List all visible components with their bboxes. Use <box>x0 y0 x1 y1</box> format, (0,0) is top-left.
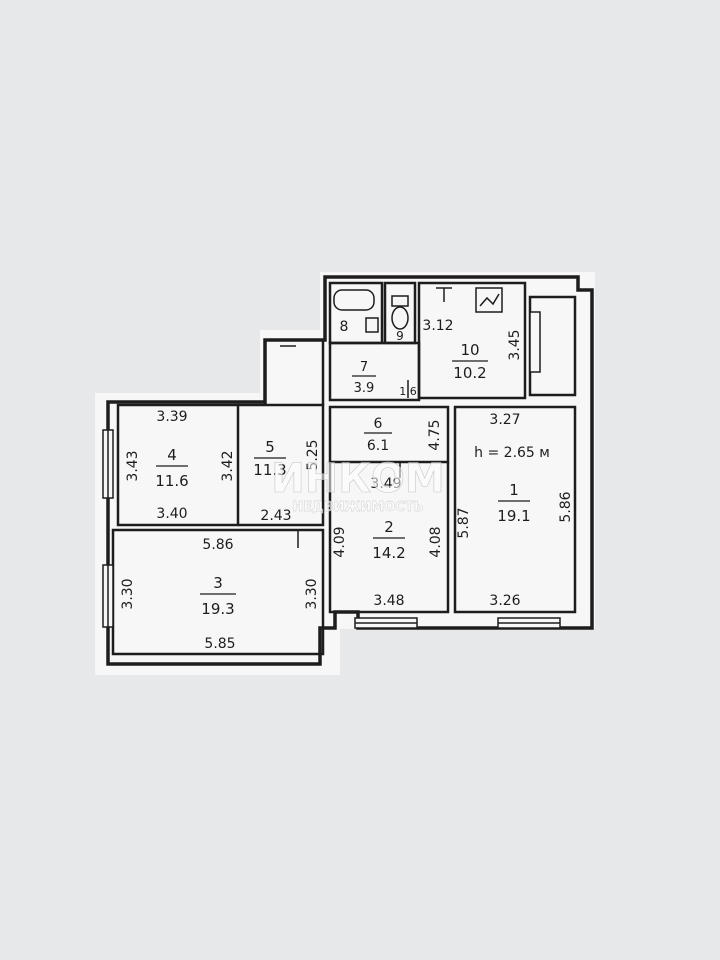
room-3-number: 3 <box>213 574 223 592</box>
room-10-label: 10 10.2 <box>452 341 488 382</box>
sink-icon <box>365 317 379 333</box>
room-1-number: 1 <box>509 481 519 499</box>
stove-icon <box>475 287 503 313</box>
dim-r1-left: 5.87 <box>456 507 472 538</box>
dim-r5-bottom: 2.43 <box>260 508 291 524</box>
room-1-label: 1 19.1 <box>497 481 530 525</box>
dim-r3-right: 3.30 <box>304 578 320 609</box>
dim-r3-top: 5.86 <box>202 537 233 553</box>
watermark-logo: ИНКОМ НЕДВИЖИМОСТЬ <box>271 456 445 516</box>
room-4-number: 4 <box>167 446 177 464</box>
dim-r1-bottom: 3.26 <box>489 593 520 609</box>
dim-r3-left: 3.30 <box>120 578 136 609</box>
room-4-label: 4 11.6 <box>155 446 188 490</box>
room-5-number: 5 <box>265 438 275 456</box>
dim-r6-bottom: 3.49 <box>370 476 401 492</box>
room-6-number: 6 <box>374 416 383 432</box>
windows <box>102 311 561 629</box>
watermark-brand: ИНКОМ <box>271 456 444 502</box>
dim-r4-left: 3.43 <box>125 450 141 481</box>
dim-r7: 1.6 <box>399 385 417 398</box>
room-5-area: 11.3 <box>253 461 286 479</box>
room-10-area: 10.2 <box>453 364 486 382</box>
room-5-label: 5 11.3 <box>253 438 286 479</box>
dim-r2-right: 4.08 <box>428 526 444 557</box>
dim-r3-bottom: 5.85 <box>204 636 235 652</box>
inner-walls <box>111 281 577 656</box>
room-10-number: 10 <box>460 341 479 359</box>
ceiling-height-label: h = 2.65 м <box>474 445 550 461</box>
room-6-area: 6.1 <box>367 438 389 454</box>
fixtures <box>280 287 503 548</box>
room-labels: 1 19.1 2 14.2 3 19.3 4 11.6 5 11.3 6 6.1 <box>155 319 530 618</box>
room-9-number: 9 <box>396 329 404 343</box>
dim-r1-right: 5.86 <box>558 491 574 522</box>
dim-r1-top: 3.27 <box>489 412 520 428</box>
room-2-label: 2 14.2 <box>372 518 405 562</box>
dim-r6-right: 4.75 <box>427 419 443 450</box>
room-1-area: 19.1 <box>497 507 530 525</box>
watermark-subtitle: НЕДВИЖИМОСТЬ <box>292 500 423 515</box>
dim-r2-left: 4.09 <box>332 526 348 557</box>
room-7-number: 7 <box>360 360 368 375</box>
dim-r4-bottom: 3.40 <box>156 506 187 522</box>
room-3-label: 3 19.3 <box>200 574 236 618</box>
dim-r4-top: 3.39 <box>156 409 187 425</box>
room-4-area: 11.6 <box>155 472 188 490</box>
bathtub-icon <box>333 289 375 311</box>
dim-r10-right: 3.45 <box>507 329 523 360</box>
dimension-labels: 3.39 3.43 3.42 3.40 5.25 2.43 5.86 3.30 … <box>120 318 574 652</box>
outer-walls <box>106 275 594 666</box>
room-2-number: 2 <box>384 518 394 536</box>
room-6-label: 6 6.1 <box>364 416 392 454</box>
room-7-area: 3.9 <box>354 381 375 396</box>
room-8-number: 8 <box>340 319 349 335</box>
dim-r5-right: 5.25 <box>305 439 321 470</box>
toilet-icon <box>391 306 409 330</box>
room-2-area: 14.2 <box>372 544 405 562</box>
room-7-label: 7 3.9 <box>352 360 376 396</box>
room-3-area: 19.3 <box>201 600 234 618</box>
dim-r2-bottom: 3.48 <box>373 593 404 609</box>
dim-r4-right: 3.42 <box>220 450 236 481</box>
dim-r10-top: 3.12 <box>422 318 453 334</box>
